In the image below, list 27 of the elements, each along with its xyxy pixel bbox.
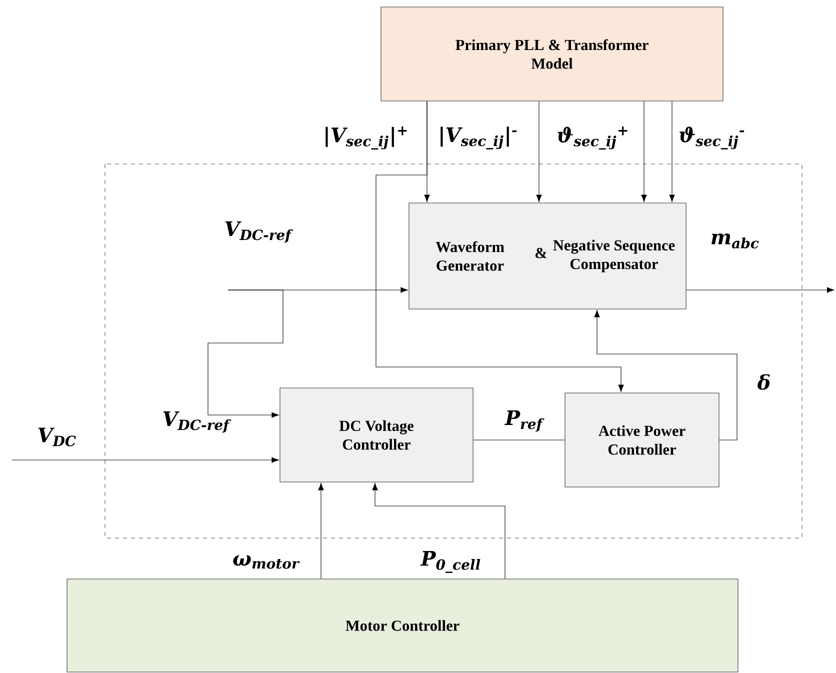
signal-label: m$_{abc}$ (712, 234, 759, 248)
arrow (372, 483, 506, 579)
process-box: Waveform Generator & Negative Sequence Compensator (408, 202, 686, 310)
arrow (536, 101, 542, 202)
controller-box: Active Power Controller (564, 392, 720, 488)
arrow (669, 101, 675, 202)
signal-label: ω$_{motor}$ (233, 555, 300, 569)
controller-box: DC Voltage Controller (280, 388, 474, 482)
signal-label: δ (758, 374, 770, 390)
arrow (686, 287, 834, 293)
signal-label: |V$_{sec_ij}$|$^{-}$ (440, 126, 517, 150)
signal-label: ϑ$_{sec_ij}$- (680, 126, 744, 150)
arrow (12, 457, 279, 463)
arrow (208, 290, 284, 418)
model-box: Primary PLL & Transformer Model (380, 6, 724, 102)
signal-label: ϑ$_{sec_ij}$+ (558, 126, 628, 150)
signal-label: V$_{DC-ref}$ (163, 411, 232, 433)
arrow (376, 101, 624, 392)
arrow (641, 101, 647, 202)
controller-box: Motor Controller (66, 578, 738, 672)
signal-label: |V$_{sec_ij}$|$^{+}$ (326, 126, 407, 150)
signal-label: P$_{0_cell}$ (420, 551, 480, 573)
arrow (594, 310, 738, 440)
signal-label: V$_{DC}$ (38, 428, 76, 446)
signal-label: P$_{ref}$ (504, 410, 544, 432)
arrow (318, 483, 324, 579)
signal-label: V$_{DC-ref}$ (225, 221, 294, 243)
